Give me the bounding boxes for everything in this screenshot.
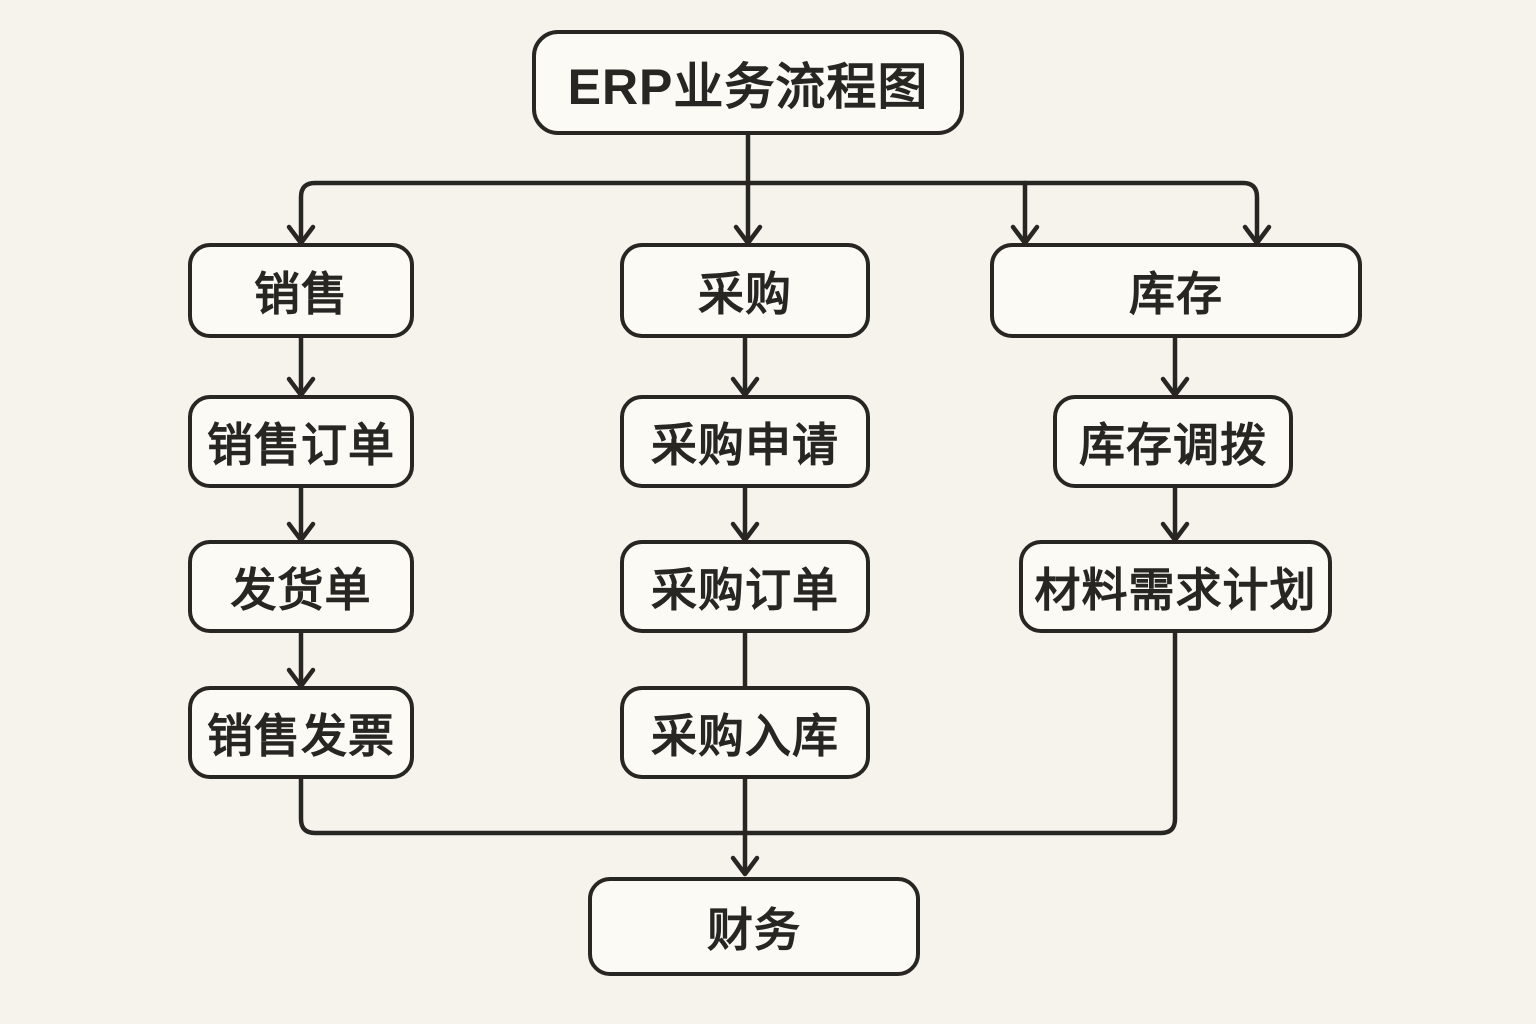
node-delivery-note: 发货单 bbox=[188, 540, 414, 633]
node-sales-order: 销售订单 bbox=[188, 395, 414, 488]
node-inventory: 库存 bbox=[990, 243, 1362, 338]
collector-rail bbox=[298, 630, 1178, 836]
node-purchase-receipt: 采购入库 bbox=[620, 686, 870, 779]
node-purchasing: 采购 bbox=[620, 243, 870, 338]
arrowhead bbox=[730, 855, 760, 877]
node-inventory-transfer: 库存调拨 bbox=[1053, 395, 1293, 488]
node-title: ERP业务流程图 bbox=[532, 30, 964, 135]
node-sales: 销售 bbox=[188, 243, 414, 338]
node-purchase-order: 采购订单 bbox=[620, 540, 870, 633]
node-finance: 财务 bbox=[588, 877, 920, 976]
node-sales-invoice: 销售发票 bbox=[188, 686, 414, 779]
distribution-rail bbox=[298, 180, 1260, 242]
node-purchase-request: 采购申请 bbox=[620, 395, 870, 488]
node-mrp: 材料需求计划 bbox=[1019, 540, 1332, 633]
